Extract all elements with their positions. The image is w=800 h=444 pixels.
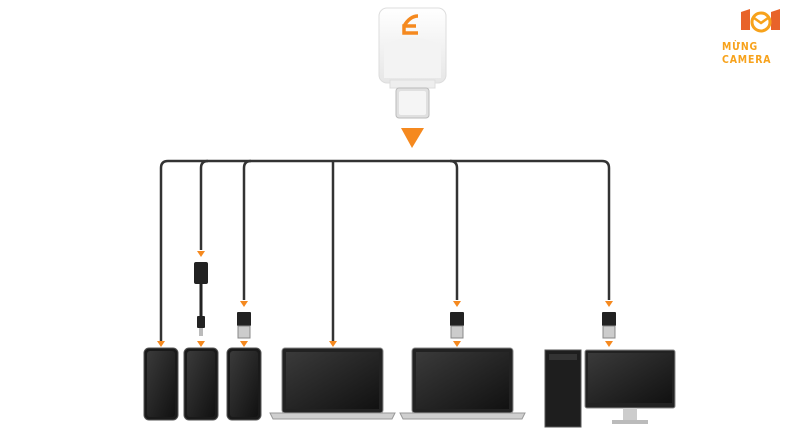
brand-logo-text: MỪNG CAMERA [722,40,772,66]
usb-c-adapter [378,7,447,119]
arrow-down-icon [401,128,424,148]
phone-icon [143,347,262,421]
usb-a-plug-icon [237,312,616,339]
arrow-markers [157,251,613,347]
connection-lines [159,159,611,345]
laptop-icon [269,347,526,420]
desktop-computer-icon [544,349,676,428]
lightning-cable [194,262,208,336]
brand-logo [741,9,780,33]
